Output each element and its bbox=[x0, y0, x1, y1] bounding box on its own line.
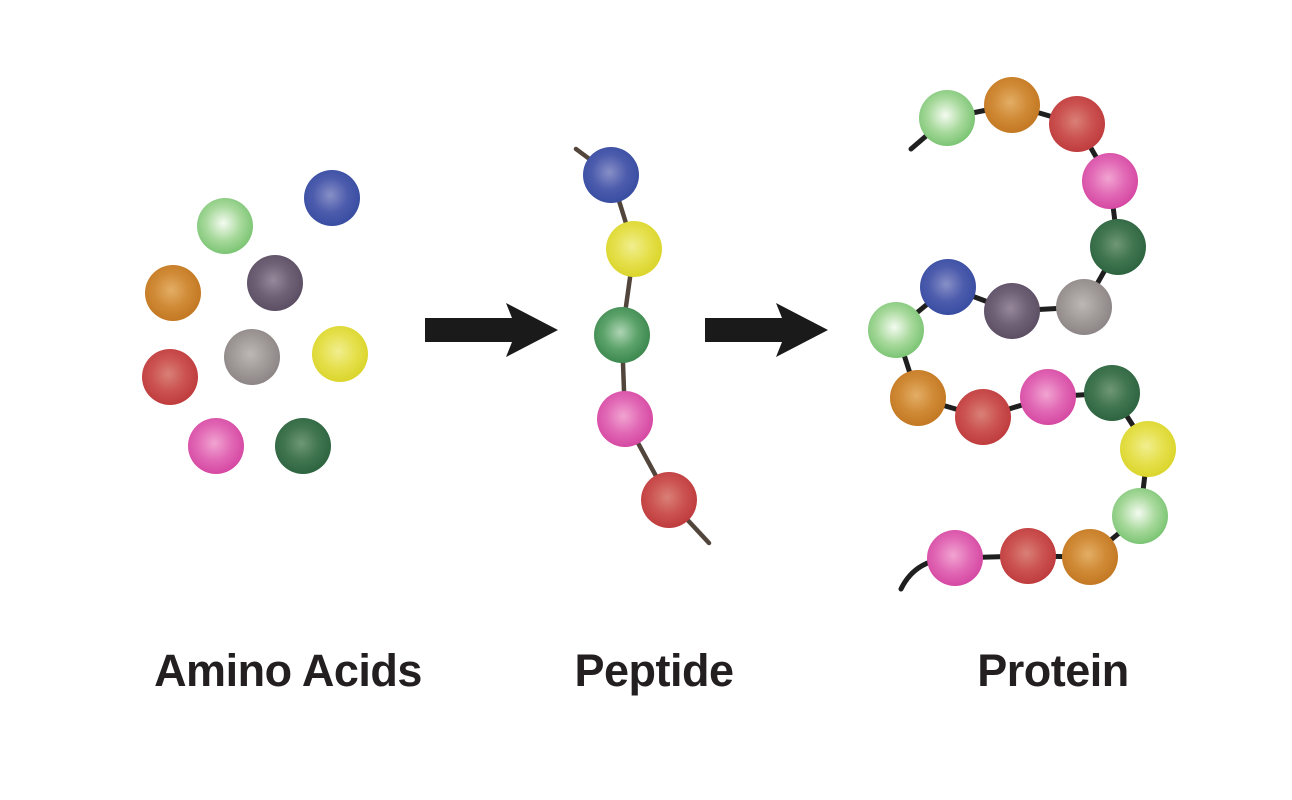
peptide-yellow-bead bbox=[606, 221, 662, 277]
protein-pink-bead bbox=[1020, 369, 1076, 425]
protein-yellow-bead bbox=[1120, 421, 1176, 477]
label-amino-acids: Amino Acids bbox=[154, 645, 422, 696]
peptide-red-bead bbox=[641, 472, 697, 528]
amino-acid-darkgreen-bead bbox=[275, 418, 331, 474]
protein-lightgreen-bead bbox=[868, 302, 924, 358]
protein-darkgreen-bead bbox=[1090, 219, 1146, 275]
protein-purple-bead bbox=[984, 283, 1040, 339]
protein-red-bead bbox=[1000, 528, 1056, 584]
amino-acid-red-bead bbox=[142, 349, 198, 405]
amino-acid-orange-bead bbox=[145, 265, 201, 321]
protein-orange-bead bbox=[1062, 529, 1118, 585]
peptide-pink-bead bbox=[597, 391, 653, 447]
amino-acid-beads bbox=[142, 170, 368, 474]
amino-acid-lightgreen-bead bbox=[197, 198, 253, 254]
protein-orange-bead bbox=[984, 77, 1040, 133]
amino-acid-yellow-bead bbox=[312, 326, 368, 382]
amino-acid-blue-bead bbox=[304, 170, 360, 226]
protein-blue-bead bbox=[920, 259, 976, 315]
protein-lightgreen-bead bbox=[919, 90, 975, 146]
protein-red-bead bbox=[955, 389, 1011, 445]
amino-acid-purple-bead bbox=[247, 255, 303, 311]
label-peptide: Peptide bbox=[574, 645, 734, 696]
protein-pink-bead bbox=[1082, 153, 1138, 209]
arrow-right-icon-1 bbox=[425, 303, 558, 357]
protein-pink-bead bbox=[927, 530, 983, 586]
protein-lightgreen-bead bbox=[1112, 488, 1168, 544]
protein-gray-bead bbox=[1056, 279, 1112, 335]
peptide-beads bbox=[583, 147, 697, 528]
protein-darkgreen-bead bbox=[1084, 365, 1140, 421]
peptide-green-bead bbox=[594, 307, 650, 363]
arrow-right-icon-2 bbox=[705, 303, 828, 357]
label-protein: Protein bbox=[977, 645, 1129, 696]
amino-acid-gray-bead bbox=[224, 329, 280, 385]
protein-red-bead bbox=[1049, 96, 1105, 152]
amino-acid-pink-bead bbox=[188, 418, 244, 474]
protein-beads bbox=[868, 77, 1176, 586]
protein-orange-bead bbox=[890, 370, 946, 426]
peptide-blue-bead bbox=[583, 147, 639, 203]
